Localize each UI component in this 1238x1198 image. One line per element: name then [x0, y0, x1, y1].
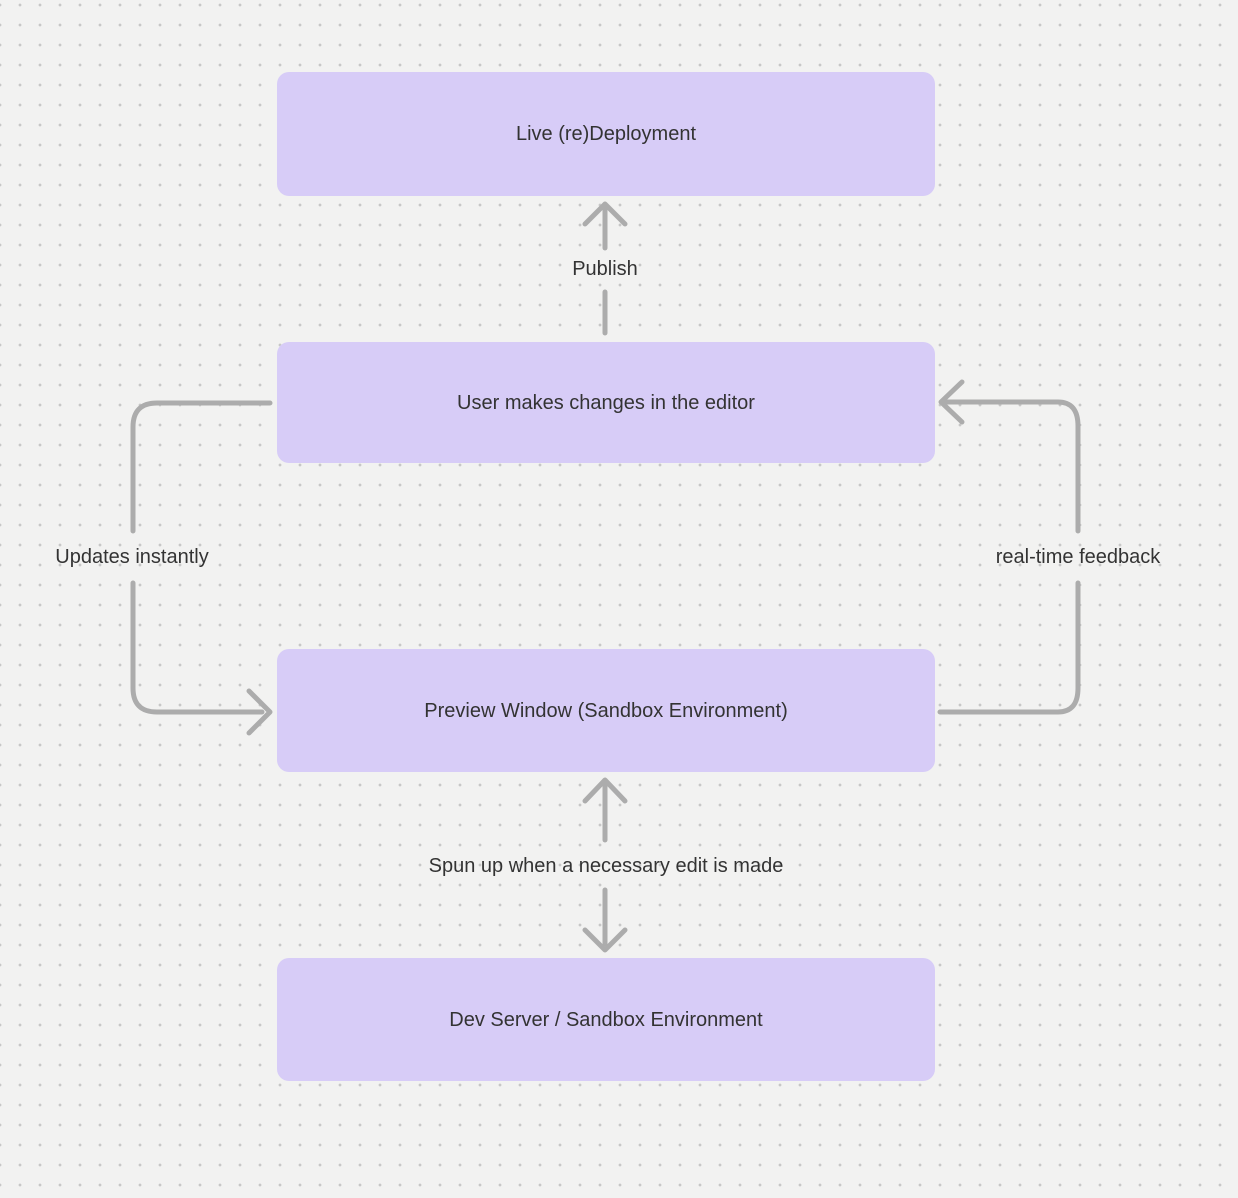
- arrow-shaft: [130, 580, 265, 715]
- node-dev-server: Dev Server / Sandbox Environment: [277, 958, 935, 1081]
- arrow-left-head-icon: [938, 379, 965, 425]
- node-label: User makes changes in the editor: [457, 391, 755, 414]
- edge-label-updates-instantly: Updates instantly: [55, 546, 209, 568]
- node-label: Dev Server / Sandbox Environment: [449, 1008, 763, 1031]
- arrow-down-head-icon: [582, 927, 628, 953]
- arrow-shaft: [937, 580, 1081, 715]
- edge-label-publish: Publish: [572, 258, 638, 280]
- node-preview-window: Preview Window (Sandbox Environment): [277, 649, 935, 772]
- node-label: Preview Window (Sandbox Environment): [424, 699, 788, 722]
- node-live-redeployment: Live (re)Deployment: [277, 72, 935, 196]
- arrow-right-head-icon: [246, 688, 273, 736]
- arrow-shaft: [943, 399, 1081, 534]
- edge-label-spun-up: Spun up when a necessary edit is made: [428, 855, 784, 877]
- arrow-up-head-icon: [582, 201, 628, 227]
- arrow-up-head-icon: [582, 777, 628, 804]
- node-user-editor: User makes changes in the editor: [277, 342, 935, 463]
- arrow-shaft: [130, 400, 273, 534]
- node-label: Live (re)Deployment: [515, 123, 697, 145]
- edge-label-realtime-feedback: real-time feedback: [995, 546, 1161, 568]
